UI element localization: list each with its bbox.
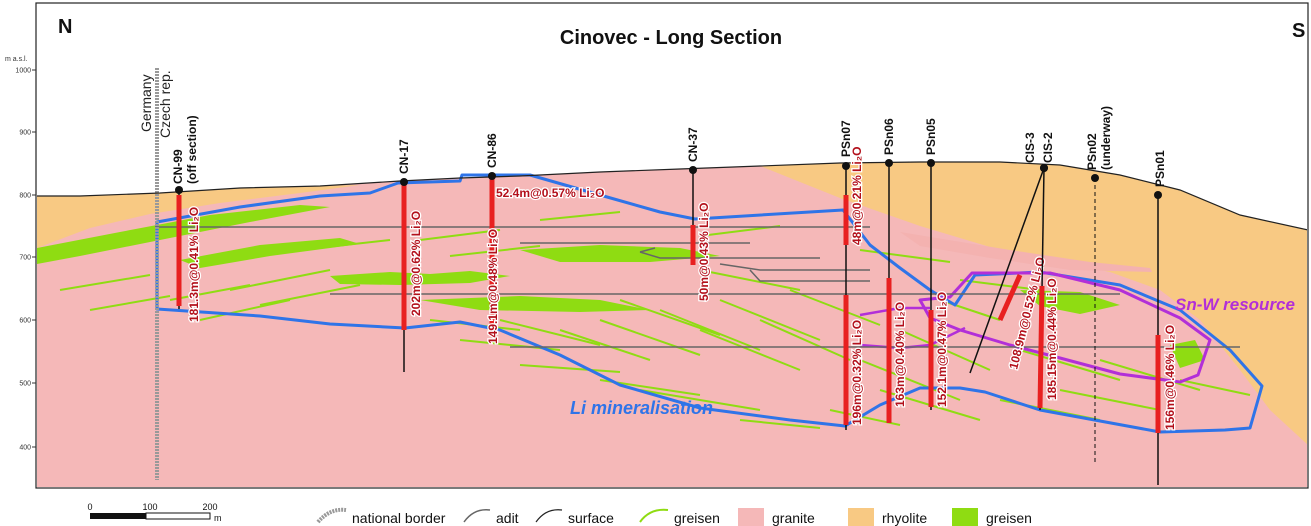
snw-resource-label: Sn-W resource bbox=[1175, 295, 1295, 314]
hole-name: PSn02 bbox=[1085, 133, 1099, 170]
collar-point bbox=[175, 186, 183, 194]
hole-name: PSn05 bbox=[924, 118, 938, 155]
hole-name: PSn06 bbox=[882, 118, 896, 155]
legend-surface-icon bbox=[535, 509, 563, 523]
scale-label-200: 200 bbox=[202, 502, 217, 512]
scale-bar-black bbox=[90, 513, 146, 519]
scale-unit: m bbox=[214, 513, 222, 523]
collar-point bbox=[400, 178, 408, 186]
hole-name: CN-37 bbox=[686, 127, 700, 162]
drill-hole-psn02: PSn02(underway) bbox=[1085, 106, 1113, 465]
y-tick-label: 400 bbox=[19, 445, 31, 452]
drill-hole-cn-86: CN-86 149.1m@0.48% Li₂O 52.4m@0.57% Li₂O bbox=[485, 133, 606, 345]
hole-name: CN-99 bbox=[171, 149, 185, 184]
north-label: N bbox=[58, 16, 72, 38]
hole-name: PSn01 bbox=[1153, 150, 1167, 187]
hole-name: CIS-2 bbox=[1041, 132, 1055, 163]
south-label: S bbox=[1292, 20, 1305, 42]
drill-hole-cis-2: CIS-2 185.15m@0.44% Li₂O bbox=[1037, 132, 1060, 411]
legend-greisen-line: greisen bbox=[674, 510, 720, 526]
hole-name: CIS-3 bbox=[1023, 132, 1037, 163]
legend-greisen-line-icon bbox=[639, 508, 669, 523]
legend-surface: surface bbox=[568, 510, 614, 526]
intercept-label: 185.15m@0.44% Li₂O bbox=[1045, 278, 1059, 400]
collar-point bbox=[689, 166, 697, 174]
drill-hole-cn-17: CN-17 202m@0.62% Li₂O bbox=[397, 139, 424, 372]
intercept-label: 202m@0.62% Li₂O bbox=[409, 211, 423, 316]
drill-hole-cn-99: CN-99(off section) 181.3m@0.41% Li₂O bbox=[171, 115, 202, 323]
li-mineralisation-outline bbox=[155, 173, 1264, 434]
germany-label: Germany bbox=[138, 74, 154, 132]
intercept-bar bbox=[1037, 285, 1045, 409]
hole-note: (off section) bbox=[185, 115, 199, 184]
drill-hole-psn05: PSn05 152.1m@0.47% Li₂O bbox=[924, 118, 950, 410]
intercept-label: 156m@0.46% Li₂O bbox=[1163, 325, 1177, 430]
legend-greisen-fill: greisen bbox=[986, 510, 1032, 526]
legend-granite: granite bbox=[772, 510, 815, 526]
drill-hole-psn06: PSn06 163m@0.40% Li₂O bbox=[882, 118, 908, 423]
granite-dyke bbox=[900, 232, 1152, 272]
intercept-label: 50m@0.43% Li₂O bbox=[697, 203, 711, 301]
drill-hole-psn01: PSn01 156m@0.46% Li₂O bbox=[1153, 150, 1178, 485]
drill-holes: CN-99(off section) 181.3m@0.41% Li₂O CN-17… bbox=[171, 106, 1178, 485]
legend-greisen-swatch bbox=[952, 508, 978, 526]
hole-name: CN-17 bbox=[397, 139, 411, 174]
collar-point bbox=[885, 159, 893, 167]
y-tick-label: 1000 bbox=[15, 68, 31, 75]
snw-resource-outline bbox=[918, 271, 1212, 384]
collar-point bbox=[842, 162, 850, 170]
y-axis-unit: m a.s.l. bbox=[5, 56, 28, 63]
greisen-veins bbox=[59, 211, 1251, 429]
drill-trace bbox=[969, 167, 1045, 374]
collar-point bbox=[1040, 164, 1048, 172]
collar-point bbox=[488, 172, 496, 180]
collar-point bbox=[927, 159, 935, 167]
intercept-label: 181.3m@0.41% Li₂O bbox=[187, 207, 201, 322]
intercept-label: 152.1m@0.47% Li₂O bbox=[935, 292, 949, 407]
greisen-bands bbox=[37, 205, 1205, 368]
diagram-title: Cinovec - Long Section bbox=[560, 27, 782, 49]
legend-adit-icon bbox=[463, 509, 491, 523]
legend-rhyolite-swatch bbox=[848, 508, 874, 526]
hole-note: (underway) bbox=[1099, 106, 1113, 170]
surface-line bbox=[37, 161, 1307, 231]
intercept-label-top: 52.4m@0.57% Li₂O bbox=[496, 186, 604, 200]
czech-label: Czech rep. bbox=[157, 70, 173, 138]
hole-name: PSn07 bbox=[839, 120, 853, 157]
legend-rhyolite: rhyolite bbox=[882, 510, 927, 526]
y-tick-label: 800 bbox=[19, 193, 31, 200]
y-tick-label: 700 bbox=[19, 255, 31, 262]
scale-label-100: 100 bbox=[142, 502, 157, 512]
scale-bar-white bbox=[145, 512, 211, 520]
li-mineralisation-label: Li mineralisation bbox=[570, 398, 713, 418]
collar-point bbox=[1091, 174, 1099, 182]
intercept-bar bbox=[997, 273, 1023, 322]
collar-point bbox=[1154, 191, 1162, 199]
scale-label-0: 0 bbox=[87, 502, 92, 512]
intercept-label-top: 48m@0.21% Li₂O bbox=[850, 147, 864, 245]
intercept-label: 149.1m@0.48% Li₂O bbox=[486, 229, 500, 344]
y-tick-label: 600 bbox=[19, 318, 31, 325]
intercept-label: 163m@0.40% Li₂O bbox=[893, 302, 907, 407]
rhyolite-right bbox=[760, 162, 1307, 445]
y-axis: m a.s.l. 1000 900 800 700 600 500 400 bbox=[5, 56, 36, 452]
legend: national border adit surface greisen gra… bbox=[316, 507, 1032, 526]
drill-hole-cn-37: CN-37 50m@0.43% Li₂O bbox=[686, 127, 712, 302]
y-tick-label: 500 bbox=[19, 381, 31, 388]
intercept-label: 196m@0.32% Li₂O bbox=[850, 320, 864, 425]
scale-bar: 0 100 200 m bbox=[87, 502, 221, 523]
legend-national-border-icon bbox=[316, 507, 347, 524]
y-tick-label: 900 bbox=[19, 130, 31, 137]
adits bbox=[155, 226, 1240, 348]
hole-name: CN-86 bbox=[485, 133, 499, 168]
legend-adit: adit bbox=[496, 510, 519, 526]
rhyolite-left bbox=[37, 185, 360, 248]
legend-national-border: national border bbox=[352, 510, 446, 526]
legend-granite-swatch bbox=[738, 508, 764, 526]
